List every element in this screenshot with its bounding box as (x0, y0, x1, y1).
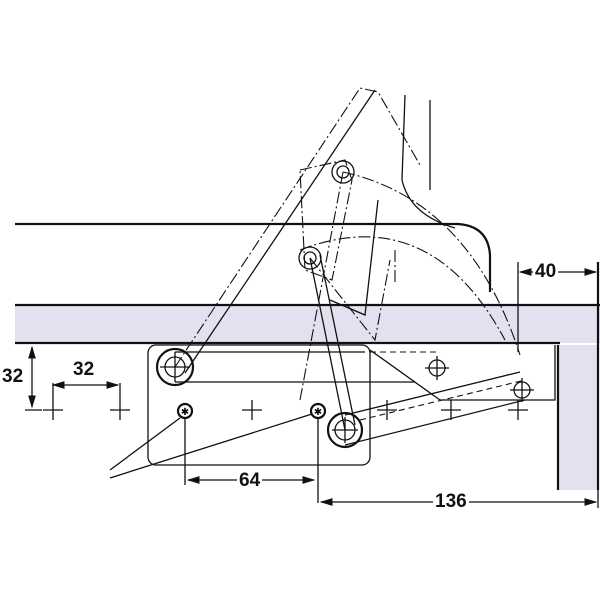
dimension-hole-spacing: 32 (71, 359, 97, 380)
svg-text:✱: ✱ (181, 407, 189, 418)
dimension-door-offset: 40 (533, 261, 559, 282)
svg-text:✱: ✱ (314, 407, 322, 418)
top-panel-outline (15, 222, 492, 292)
mounting-plate (147, 344, 371, 466)
screw-right: ✱ (309, 402, 327, 420)
dimension-vertical-offset: 32 (0, 366, 26, 387)
dimension-depth: 136 (433, 491, 469, 512)
screw-left: ✱ (176, 402, 194, 420)
lower-arm (344, 371, 526, 446)
hole-crosses (43, 400, 528, 420)
main-arm (175, 351, 415, 383)
pivot-top-left (155, 347, 195, 387)
lid-panel (15, 305, 600, 343)
pivot-lower-arm (326, 411, 364, 449)
dimension-screw-spacing: 64 (237, 470, 263, 491)
side-panel (558, 345, 598, 490)
